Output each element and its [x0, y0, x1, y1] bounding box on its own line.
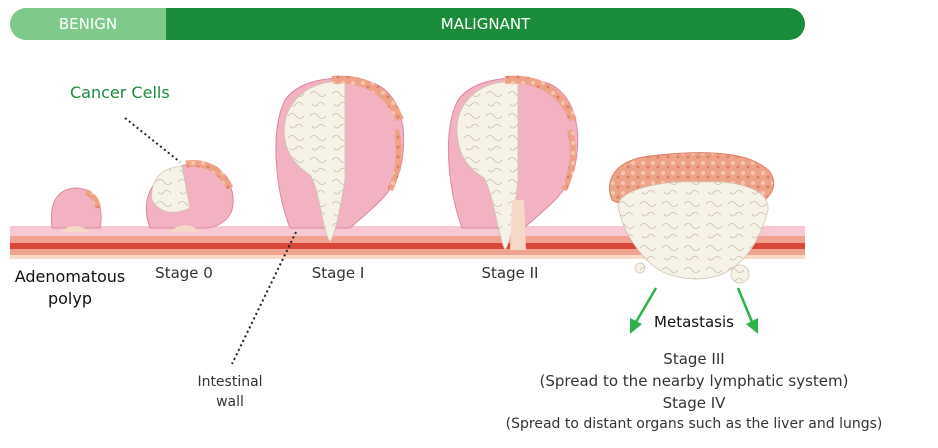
- tumor-stage-3-4: [610, 153, 774, 283]
- stage-3-description: (Spread to the nearby lymphatic system): [540, 372, 849, 390]
- stage-4-label: Stage IV: [663, 394, 726, 412]
- stage-3-label: Stage III: [663, 350, 724, 368]
- stage-1-label: Stage I: [312, 264, 365, 282]
- cancer-cells-label: Cancer Cells: [70, 83, 170, 102]
- stage-0-label: Stage 0: [155, 264, 213, 282]
- cancer-cells-leader: [125, 118, 180, 162]
- intestinal-wall-label: Intestinal wall: [190, 372, 270, 412]
- polyp-adenomatous: [51, 188, 101, 232]
- polyp-stage-0: [146, 164, 233, 233]
- metastasis-label: Metastasis: [654, 313, 734, 331]
- adenomatous-polyp-label: Adenomatous polyp: [5, 266, 135, 310]
- stage-2-label: Stage II: [482, 264, 539, 282]
- polyp-stage-2: [448, 78, 577, 250]
- stage-4-description: (Spread to distant organs such as the li…: [506, 416, 883, 432]
- polyp-stage-1: [276, 78, 404, 242]
